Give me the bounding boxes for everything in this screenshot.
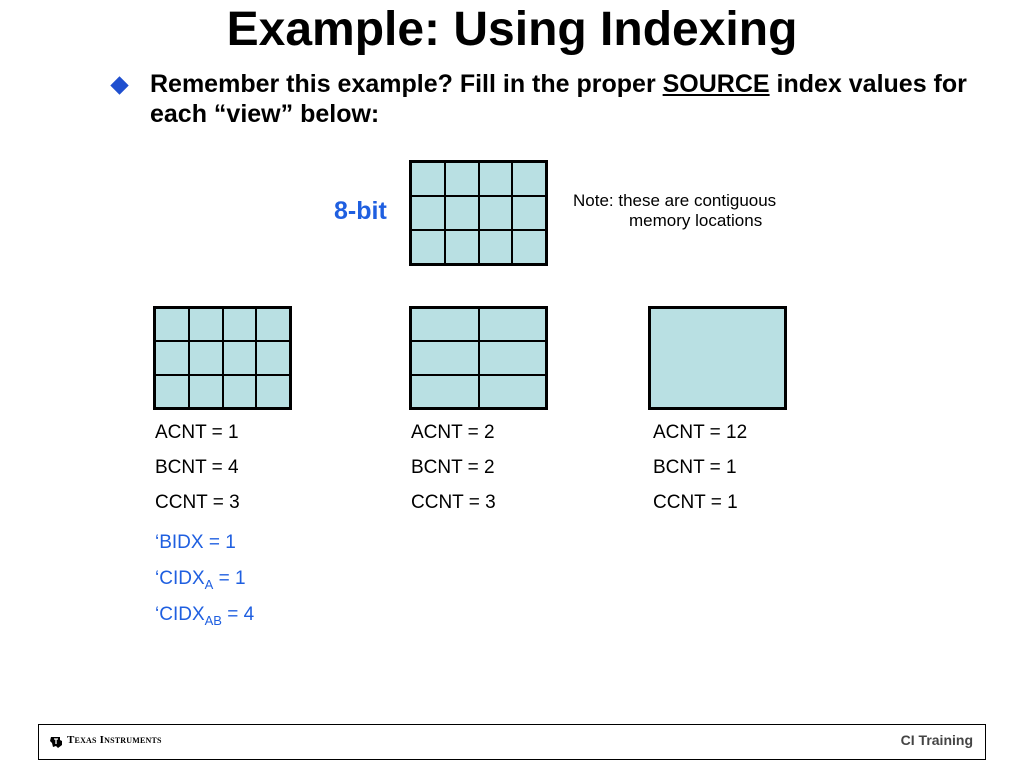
bcnt-value: BCNT = 4 bbox=[155, 457, 239, 478]
grid-cell bbox=[256, 374, 290, 408]
cidxab-value: ‘CIDXAB = 4 bbox=[155, 597, 254, 633]
grid-cell bbox=[188, 341, 223, 375]
ccnt-value: CCNT = 3 bbox=[155, 492, 240, 513]
grid-cell bbox=[650, 308, 785, 408]
bcnt-value: BCNT = 1 bbox=[653, 457, 737, 478]
grid-cell bbox=[411, 341, 479, 375]
grid-cell bbox=[478, 162, 513, 196]
acnt-value: ACNT = 12 bbox=[653, 422, 748, 443]
cidxa-subscript: A bbox=[204, 577, 214, 592]
cidxab-prefix: ‘CIDX bbox=[155, 604, 205, 625]
cidxab-suffix: = 4 bbox=[221, 604, 255, 625]
page-title: Example: Using Indexing bbox=[226, 3, 798, 56]
grid-cell bbox=[188, 308, 223, 342]
grid-cell bbox=[444, 230, 479, 264]
grid-cell bbox=[411, 308, 479, 342]
index-values: ‘BIDX = 1 ‘CIDXA = 1 ‘CIDXAB = 4 bbox=[155, 525, 254, 633]
grid-cell bbox=[411, 230, 445, 264]
grid-cell bbox=[512, 162, 546, 196]
diamond-bullet-icon bbox=[110, 76, 129, 95]
view-3-grid bbox=[648, 306, 787, 410]
grid-cell bbox=[222, 374, 257, 408]
grid-cell bbox=[411, 162, 445, 196]
view-1-grid bbox=[153, 306, 292, 410]
texas-instruments-logo-icon bbox=[50, 737, 62, 748]
grid-cell bbox=[155, 374, 189, 408]
contiguous-note: Note: these are contiguous memory locati… bbox=[573, 191, 833, 231]
grid-cell bbox=[444, 196, 479, 230]
acnt-value: ACNT = 1 bbox=[155, 422, 239, 443]
note-line-2: memory locations bbox=[629, 211, 763, 230]
cidxab-subscript: AB bbox=[204, 613, 222, 628]
acnt-value: ACNT = 2 bbox=[411, 422, 495, 443]
grid-cell bbox=[256, 341, 290, 375]
grid-cell bbox=[411, 374, 479, 408]
grid-cell bbox=[222, 341, 257, 375]
grid-cell bbox=[478, 341, 546, 375]
top-grid-label: 8-bit bbox=[334, 197, 387, 225]
view-1-params: ACNT = 1 BCNT = 4 CCNT = 3 bbox=[155, 415, 240, 520]
top-memory-grid bbox=[409, 160, 548, 266]
cidxa-value: ‘CIDXA = 1 bbox=[155, 561, 254, 597]
company-name: Texas Instruments bbox=[67, 734, 162, 746]
grid-cell bbox=[478, 230, 513, 264]
bullet-text-pre: Remember this example? Fill in the prope… bbox=[150, 70, 663, 98]
grid-cell bbox=[478, 196, 513, 230]
grid-cell bbox=[256, 308, 290, 342]
grid-cell bbox=[478, 308, 546, 342]
bullet-text-emphasis: SOURCE bbox=[662, 70, 770, 98]
training-label: CI Training bbox=[900, 732, 973, 748]
grid-cell bbox=[512, 196, 546, 230]
bullet-text: Remember this example? Fill in the prope… bbox=[150, 69, 980, 129]
view-2-grid bbox=[409, 306, 548, 410]
grid-cell bbox=[188, 374, 223, 408]
grid-cell bbox=[512, 230, 546, 264]
grid-cell bbox=[478, 374, 546, 408]
grid-cell bbox=[155, 308, 189, 342]
grid-cell bbox=[444, 162, 479, 196]
view-2-params: ACNT = 2 BCNT = 2 CCNT = 3 bbox=[411, 415, 496, 520]
grid-cell bbox=[222, 308, 257, 342]
bullet-text-post: index values for each “view” below: bbox=[150, 70, 967, 128]
footer-bar: Texas Instruments CI Training bbox=[38, 724, 986, 760]
grid-cell bbox=[411, 196, 445, 230]
note-line-1: Note: these are contiguous bbox=[573, 191, 777, 210]
bcnt-value: BCNT = 2 bbox=[411, 457, 495, 478]
cidxa-prefix: ‘CIDX bbox=[155, 568, 205, 589]
ccnt-value: CCNT = 3 bbox=[411, 492, 496, 513]
view-3-params: ACNT = 12 BCNT = 1 CCNT = 1 bbox=[653, 415, 747, 520]
bidx-value: ‘BIDX = 1 bbox=[155, 532, 236, 553]
ccnt-value: CCNT = 1 bbox=[653, 492, 738, 513]
grid-cell bbox=[155, 341, 189, 375]
cidxa-suffix: = 1 bbox=[213, 568, 246, 589]
